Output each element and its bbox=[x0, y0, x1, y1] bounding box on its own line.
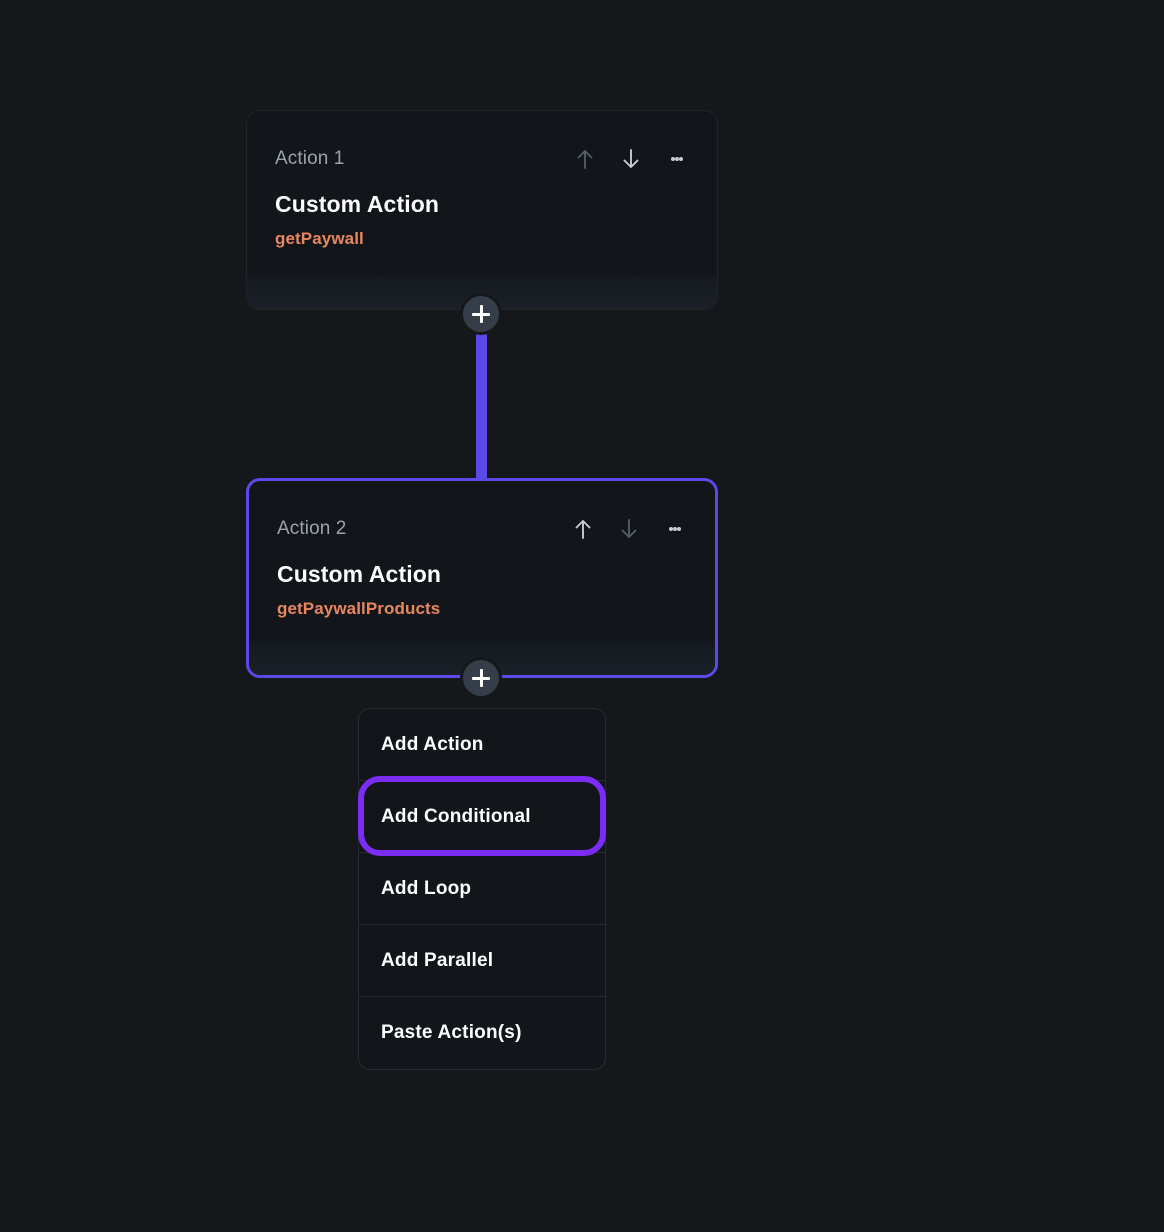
action-card-2-title: Custom Action bbox=[277, 561, 441, 587]
action-card-2-index-label: Action 2 bbox=[277, 518, 347, 539]
menu-item-add-action[interactable]: Add Action bbox=[359, 709, 605, 781]
menu-item-add-parallel[interactable]: Add Parallel bbox=[359, 925, 605, 997]
plus-icon bbox=[472, 305, 490, 323]
action-card-2-body: Action 2 bbox=[249, 481, 715, 645]
action-card-2-header: Action 2 bbox=[277, 517, 687, 541]
action-card-1-index-label: Action 1 bbox=[275, 148, 345, 169]
menu-item-add-loop[interactable]: Add Loop bbox=[359, 853, 605, 925]
arrow-down-icon[interactable] bbox=[619, 146, 643, 172]
action-card-2-icon-group bbox=[571, 516, 687, 542]
action-card-1-body: Action 1 bbox=[247, 111, 717, 275]
action-card-1[interactable]: Action 1 bbox=[246, 110, 718, 310]
arrow-up-icon[interactable] bbox=[571, 516, 595, 542]
action-card-1-icon-group bbox=[573, 146, 689, 172]
arrow-down-icon[interactable] bbox=[617, 516, 641, 542]
action-card-1-title: Custom Action bbox=[275, 191, 439, 217]
action-card-2[interactable]: Action 2 bbox=[246, 478, 718, 678]
add-node-button-1[interactable] bbox=[460, 293, 502, 335]
workflow-connector-line bbox=[476, 312, 487, 484]
add-node-button-2[interactable] bbox=[460, 657, 502, 699]
menu-item-add-conditional[interactable]: Add Conditional bbox=[359, 781, 605, 853]
action-card-1-header: Action 1 bbox=[275, 147, 689, 171]
more-vertical-icon[interactable] bbox=[665, 146, 689, 172]
plus-icon bbox=[472, 669, 490, 687]
menu-item-paste-actions[interactable]: Paste Action(s) bbox=[381, 1022, 522, 1043]
more-vertical-icon[interactable] bbox=[663, 516, 687, 542]
action-card-1-sub-label: getPaywall bbox=[275, 229, 364, 248]
action-card-2-sub-label: getPaywallProducts bbox=[277, 599, 441, 618]
add-node-context-menu: Add Action Add Conditional Add Loop Add … bbox=[358, 708, 606, 1070]
arrow-up-icon[interactable] bbox=[573, 146, 597, 172]
